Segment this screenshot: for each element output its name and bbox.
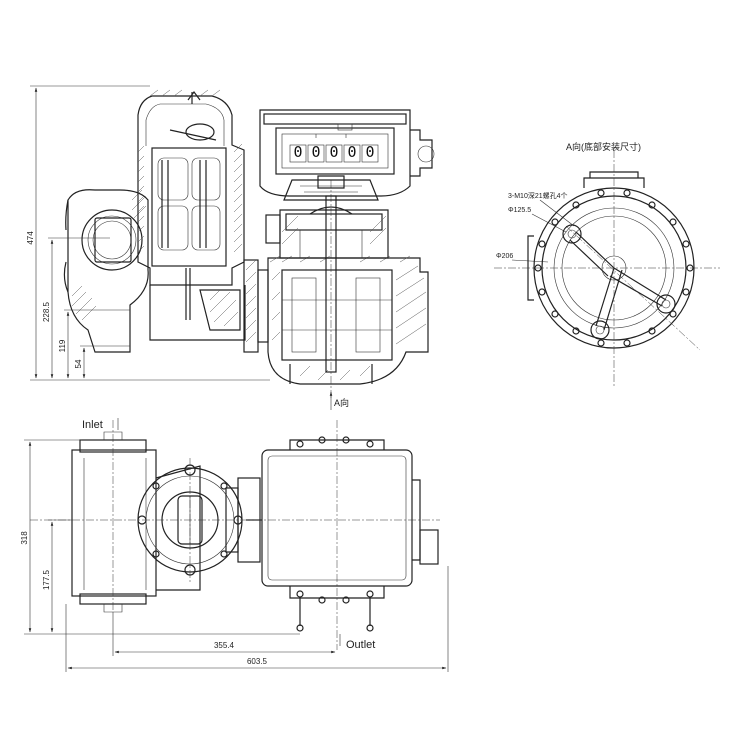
counter-digit: 0 — [365, 143, 374, 161]
dim-half-width: 177.5 — [42, 569, 51, 590]
mounting-spokes — [562, 224, 676, 340]
bottom-view-a: A向(底部安装尺寸) 3-M10深21螺孔4个 Φ125.5 Φ206 — [494, 141, 720, 388]
view-a-arrow: A向 — [329, 391, 349, 410]
inlet-label: Inlet — [82, 419, 103, 431]
dim-overall-height: 474 — [26, 231, 35, 245]
dim-base-height: 54 — [74, 359, 83, 368]
plan-inlet — [71, 431, 201, 613]
connecting-flange — [243, 259, 269, 353]
dim-center-height: 228.5 — [42, 301, 51, 322]
meter-body — [265, 180, 429, 400]
counter-register: 0 0 0 0 0 — [259, 109, 435, 201]
counter-digit: 0 — [329, 143, 338, 161]
dim-overall-length: 603.5 — [247, 657, 268, 666]
counter-digit: 0 — [293, 143, 302, 161]
plan-view: Inlet Outlet 318 177.5 355.4 603.5 — [20, 418, 449, 672]
inlet-body — [63, 189, 149, 353]
counter-digit: 0 — [347, 143, 356, 161]
flange-bolts — [534, 189, 694, 347]
dim-center-distance: 355.4 — [214, 641, 235, 650]
air-eliminator-housing — [137, 89, 246, 341]
plan-meter-body — [246, 436, 439, 632]
bottom-view-title: A向(底部安装尺寸) — [566, 141, 641, 152]
front-dimensions: 474 228.5 119 54 — [26, 85, 270, 381]
bolt-circle-dim: Φ125.5 — [508, 207, 531, 214]
view-a-label: A向 — [334, 397, 349, 408]
plan-dimensions: 318 177.5 355.4 603.5 — [20, 439, 449, 672]
front-section-view: 0 0 0 0 0 — [26, 85, 435, 410]
dim-flange-height: 119 — [58, 339, 67, 352]
outlet-label: Outlet — [346, 639, 375, 651]
outer-circle-dim: Φ206 — [496, 253, 513, 260]
bolt-hole-note: 3-M10深21螺孔4个 — [508, 191, 568, 200]
dim-overall-width: 318 — [20, 531, 29, 545]
counter-digits: 0 0 0 0 0 — [289, 143, 379, 163]
counter-digit: 0 — [311, 143, 320, 161]
